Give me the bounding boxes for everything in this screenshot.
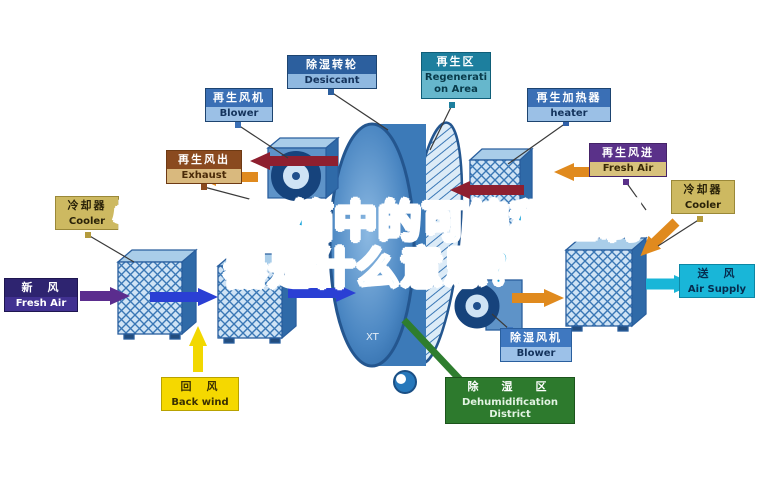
flow-line-dehumid-district — [401, 317, 469, 389]
dehumidification-blower-fan-icon — [454, 279, 523, 331]
label-regeneration-blower-en: Blower — [206, 106, 272, 122]
label-dehumidification-blower-zh: 除湿风机 — [501, 329, 571, 347]
label-regeneration-fresh-air: 再生风进 Fresh Air — [589, 143, 667, 178]
flow-arrows — [80, 152, 694, 389]
air-handler-unit-center — [216, 252, 298, 344]
label-regeneration-area: 再生区 Regeneration Area — [421, 52, 491, 99]
label-desiccant-wheel: 除湿转轮 Desiccant — [287, 55, 377, 90]
wheel-drive-motor-icon — [393, 370, 417, 394]
label-cooler-left: 冷却器 Cooler — [55, 196, 119, 231]
label-fresh-air: 新 风 Fresh Air — [4, 278, 78, 313]
label-regeneration-fresh-air-zh: 再生风进 — [590, 144, 666, 162]
label-air-supply-en: Air Supply — [680, 282, 754, 298]
label-dehumidification-blower: 除湿风机 Blower — [500, 328, 572, 363]
page-title-line-2: 器是什么意思？ — [223, 244, 533, 293]
label-dehumidification-district-en: Dehumidification District — [446, 395, 574, 423]
label-connector-lines — [87, 91, 701, 331]
air-handler-unit-right — [564, 236, 648, 332]
flow-arrow-cooler-right — [640, 218, 680, 257]
label-regeneration-blower: 再生风机 Blower — [205, 88, 273, 123]
label-cooler-right-zh: 冷却器 — [672, 181, 734, 199]
label-desiccant-wheel-zh: 除湿转轮 — [288, 56, 376, 74]
regeneration-blower-fan-icon — [266, 136, 340, 201]
label-dehumidification-district-zh: 除 湿 区 — [446, 378, 574, 396]
label-air-supply: 送 风 Air Supply — [679, 264, 755, 299]
label-regeneration-heater: 再生加热器 heater — [527, 88, 611, 123]
page-title: 恒温恒湿箱中的可编程控制 器是什么意思？ — [0, 197, 757, 293]
label-dehumidification-district: 除 湿 区 Dehumidification District — [445, 377, 575, 424]
page-title-line-1: 恒温恒湿箱中的可编程控制 — [113, 197, 643, 246]
label-exhaust-en: Exhaust — [167, 168, 241, 184]
label-regeneration-area-zh: 再生区 — [422, 53, 490, 71]
label-cooler-left-zh: 冷却器 — [56, 197, 118, 215]
label-dehumidification-blower-en: Blower — [501, 346, 571, 362]
label-exhaust-zh: 再生风出 — [167, 151, 241, 169]
wheel-watermark: XT — [366, 332, 380, 343]
label-regeneration-heater-en: heater — [528, 106, 610, 122]
label-air-supply-zh: 送 风 — [680, 265, 754, 283]
label-fresh-air-en: Fresh Air — [5, 296, 77, 312]
label-exhaust: 再生风出 Exhaust — [166, 150, 242, 185]
label-desiccant-wheel-en: Desiccant — [288, 73, 376, 89]
label-regeneration-blower-zh: 再生风机 — [206, 89, 272, 107]
label-back-wind: 回 风 Back wind — [161, 377, 239, 412]
label-cooler-left-en: Cooler — [56, 214, 118, 230]
label-regeneration-fresh-air-en: Fresh Air — [590, 161, 666, 177]
label-cooler-right: 冷却器 Cooler — [671, 180, 735, 215]
label-regeneration-area-en: Regeneration Area — [422, 70, 490, 98]
label-back-wind-en: Back wind — [162, 395, 238, 411]
label-regeneration-heater-zh: 再生加热器 — [528, 89, 610, 107]
label-cooler-right-en: Cooler — [672, 198, 734, 214]
label-back-wind-zh: 回 风 — [162, 378, 238, 396]
label-fresh-air-zh: 新 风 — [5, 279, 77, 297]
desiccant-wheel-graphic: XT — [328, 121, 464, 368]
air-handler-unit-left — [116, 248, 198, 340]
